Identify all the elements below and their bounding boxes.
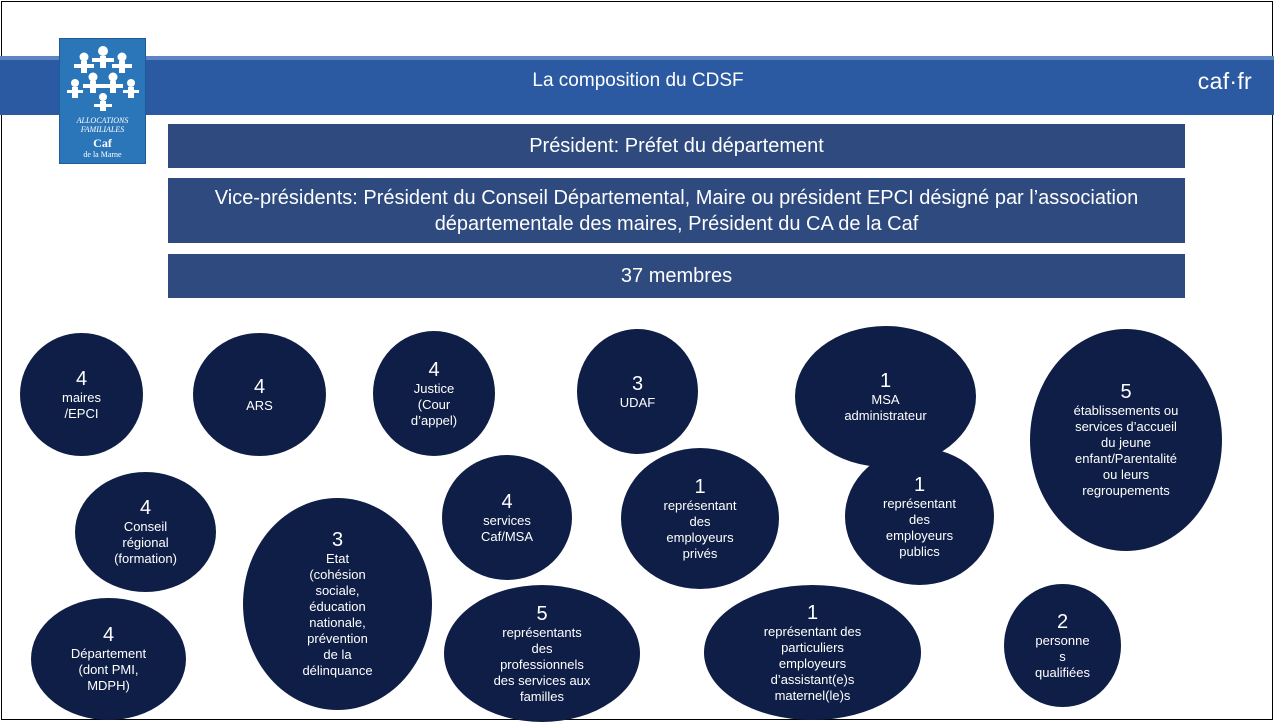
member-bubble-employeurs-prives: 1 représentant des employeurs privés	[621, 448, 779, 589]
member-bubble-services-caf-msa: 4 services Caf/MSA	[442, 455, 572, 580]
logo-text-allocations: ALLOCATIONS	[76, 116, 129, 125]
member-bubble-etat: 3 Etat (cohésion sociale, éducation nati…	[243, 498, 432, 710]
member-label: Etat (cohésion sociale, éducation nation…	[302, 551, 373, 678]
member-bubble-professionnels-services: 5 représentants des professionnels des s…	[444, 585, 640, 722]
member-count: 1	[879, 369, 892, 392]
family-figures-icon	[67, 46, 139, 111]
logo-text-familiales: FAMILIALES	[80, 125, 125, 134]
member-count: 2	[1056, 610, 1069, 633]
member-bubble-departement: 4 Département (dont PMI, MDPH)	[31, 598, 186, 720]
caf-logo: ALLOCATIONS FAMILIALES Caf de la Marne	[59, 38, 146, 164]
member-label: Conseil régional (formation)	[114, 519, 177, 566]
member-count: 4	[428, 358, 440, 381]
member-count: 1	[806, 601, 819, 624]
member-label: représentant des employeurs publics	[883, 495, 956, 559]
header-band-highlight	[0, 56, 1274, 60]
logo-text-marne: de la Marne	[83, 150, 122, 159]
member-count: 5	[1120, 381, 1132, 403]
member-label: maires /EPCI	[61, 389, 101, 421]
member-label: représentant des employeurs privés	[663, 497, 737, 561]
member-count: 4	[139, 497, 152, 519]
member-count: 5	[536, 602, 548, 625]
member-bubble-particuliers-employeurs: 1 représentant des particuliers employeu…	[704, 585, 921, 720]
vice-presidents-bar: Vice-présidents: Président du Conseil Dé…	[168, 178, 1185, 243]
member-count: 3	[631, 372, 644, 395]
member-label: représentant des particuliers employeurs…	[763, 623, 862, 703]
member-count: 4	[102, 624, 115, 646]
member-label: Département (dont PMI, MDPH)	[70, 646, 147, 693]
member-label: services Caf/MSA	[480, 512, 533, 544]
member-count: 1	[694, 475, 706, 498]
member-count: 4	[253, 375, 266, 398]
member-bubble-maires: 4 maires /EPCI	[20, 333, 143, 456]
member-bubble-ars: 4 ARS	[193, 333, 326, 456]
member-label: établissements ou services d’accueil du …	[1073, 403, 1179, 498]
member-count: 4	[501, 490, 513, 513]
member-bubble-personnes-qualifiees: 2 personne s qualifiées	[1004, 584, 1121, 707]
header-band	[0, 56, 1274, 115]
member-count: 4	[75, 367, 88, 390]
member-bubble-accueil-jeune-enfant: 5 établissements ou services d’accueil d…	[1030, 329, 1222, 551]
member-label: Justice (Cour d’appel)	[410, 380, 458, 428]
member-count: 1	[913, 473, 926, 496]
members-count-bar: 37 membres	[168, 254, 1185, 298]
member-bubble-conseil-regional: 4 Conseil régional (formation)	[75, 472, 216, 592]
member-count: 3	[331, 529, 344, 551]
logo-text-caf: Caf	[93, 136, 112, 150]
site-logo-text: caf·fr	[1197, 68, 1252, 94]
member-label: MSA administrateur	[844, 391, 927, 423]
president-bar: Président: Préfet du département	[168, 124, 1185, 168]
member-label: ARS	[246, 397, 273, 413]
member-bubble-justice: 4 Justice (Cour d’appel)	[373, 331, 495, 456]
member-bubble-udaf: 3 UDAF	[577, 329, 698, 454]
member-bubble-msa: 1 MSA administrateur	[795, 326, 976, 467]
member-bubble-employeurs-publics: 1 représentant des employeurs publics	[845, 448, 994, 585]
member-label: représentants des professionnels des ser…	[493, 624, 591, 704]
page-title: La composition du CDSF	[532, 70, 744, 91]
member-label: UDAF	[619, 394, 656, 410]
member-label: personne s qualifiées	[1035, 632, 1090, 680]
